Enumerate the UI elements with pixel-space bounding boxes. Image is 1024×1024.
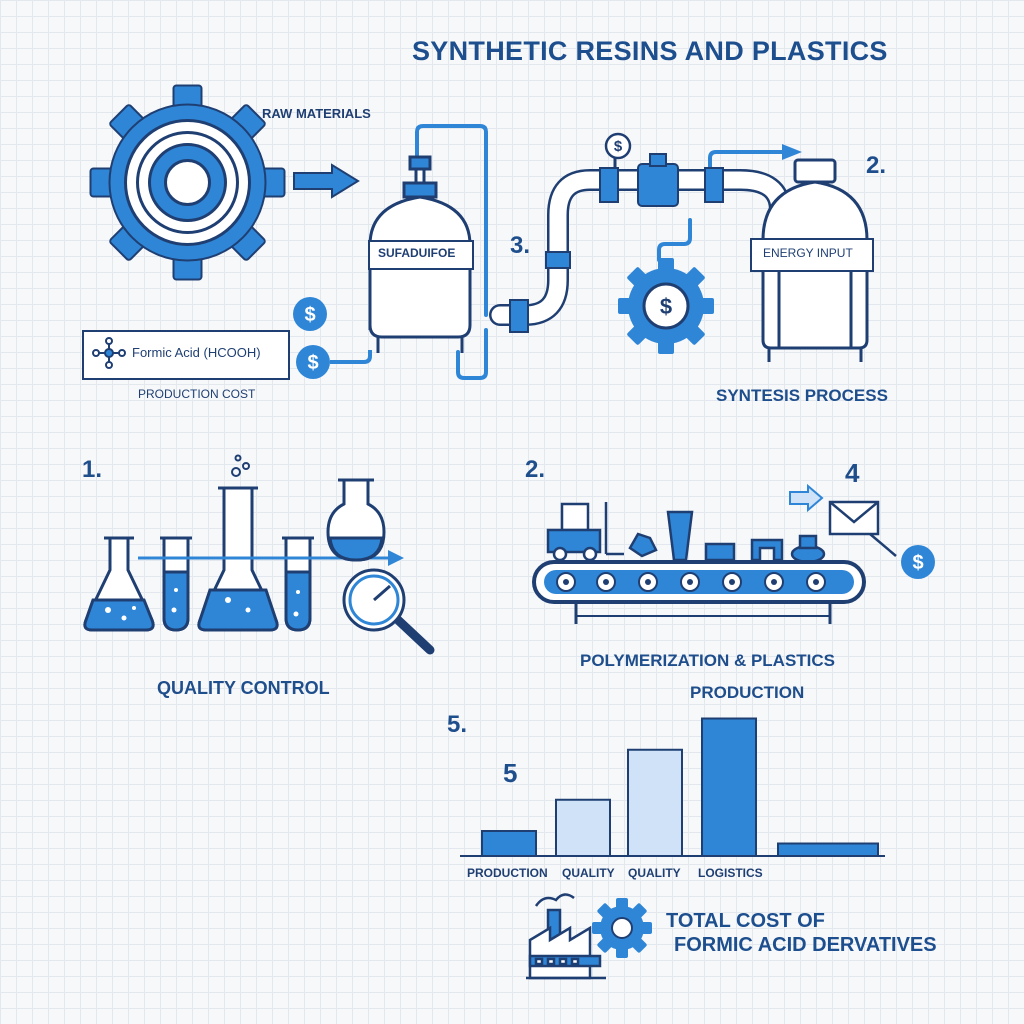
polymerization-label-line2: PRODUCTION [690, 683, 805, 702]
raw-materials-label: RAW MATERIALS [262, 106, 371, 121]
step-4-number: 4 [845, 458, 860, 488]
svg-text:$: $ [660, 294, 672, 319]
step-2-top-number: 2. [866, 152, 887, 179]
total-cost-line1: TOTAL COST OF [666, 910, 825, 932]
dollar-symbol: $ [912, 552, 923, 574]
raw-materials-gear-icon [89, 84, 286, 281]
svg-text:$: $ [304, 304, 315, 326]
cost-bar-chart [460, 700, 900, 860]
synthesis-process-label: SYNTESIS PROCESS [716, 386, 888, 405]
step-3-number: 3. [510, 232, 531, 259]
chart-category-label: LOGISTICS [698, 866, 763, 880]
chart-category-label: QUALITY [562, 866, 615, 880]
step-2-production-number: 2. [525, 456, 546, 483]
svg-text:$: $ [614, 138, 623, 155]
dollar-gear-icon: $ [618, 258, 714, 354]
dollar-coin-icon: $ [900, 544, 936, 580]
polymerization-label-line1: POLYMERIZATION & PLASTICS [580, 651, 836, 670]
dollar-coin-icon: $ [296, 342, 396, 382]
formic-acid-label: Formic Acid (HCOOH) [132, 345, 261, 360]
reactor-label-box [368, 240, 474, 270]
formic-acid-box [82, 330, 290, 380]
chart-bar-3 [701, 717, 757, 857]
chart-bar-4 [777, 842, 879, 857]
dollar-coin-icon: $ [292, 296, 328, 332]
page-title: SYNTHETIC RESINS AND PLASTICS [412, 36, 888, 66]
quality-control-label: QUALITY CONTROL [157, 678, 330, 698]
total-cost-line2: FORMIC ACID DERVATIVES [674, 934, 937, 956]
step-1-number: 1. [82, 456, 103, 483]
dollar-coin-icon: $ [604, 132, 632, 160]
step-5-number: 5. [447, 711, 468, 738]
svg-text:$: $ [307, 352, 318, 374]
right-arrow-icon [292, 163, 360, 199]
lab-glassware-icon [78, 454, 438, 660]
production-cost-label: PRODUCTION COST [138, 387, 256, 401]
step-5-marker: 5 [503, 758, 518, 788]
chart-category-label: QUALITY [628, 866, 681, 880]
energy-input-box [750, 238, 874, 272]
reactor-pipe-system [290, 120, 850, 390]
chart-category-label: PRODUCTION [467, 866, 548, 880]
chart-bar-2 [627, 748, 683, 857]
factory-gear-icon [526, 886, 656, 982]
energy-input-label: ENERGY INPUT [763, 246, 853, 260]
reactor-label: SUFADUIFOE [378, 246, 456, 260]
chart-bar-0 [481, 830, 537, 857]
chart-bar-1 [555, 798, 611, 857]
conveyor-production-line-icon [530, 483, 950, 634]
molecule-icon [92, 337, 126, 369]
